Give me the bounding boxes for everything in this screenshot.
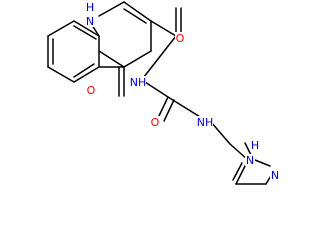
ring-c2-c3-bond [123,1,152,22]
ring-c4-c4a-bond [123,50,152,68]
ring-n-label: N [86,15,94,28]
amide2-nc-bond [210,121,231,145]
benzo-bond-5b [73,25,97,40]
pyrazole-n1-label: N [246,154,254,167]
ring-n-c2-bond [98,1,125,17]
amide1-cn-bond [139,35,177,83]
pyrazole-bond-4 [254,159,271,167]
ring-nh-h-label: H [86,1,94,14]
benzo-bond-3b [73,63,95,78]
linker-bond-1 [144,81,169,98]
amide1-oxygen-label: O [176,32,185,45]
benzo-bond-2 [47,66,75,83]
pyrazole-n2-label: N [271,169,279,182]
bonds [47,1,273,185]
pyrazole-bond-1b [232,162,243,181]
amide1-c-bond [150,20,177,37]
pyrazole-nh-h-label: H [251,139,259,152]
keto-oxygen-bg [86,84,96,96]
benzo-bond-3 [73,66,100,83]
structure-diagram: H N O O NH O NH H N N [47,1,280,185]
amide2-co-bond [157,96,169,119]
amide2-oxygen-bg [150,116,160,128]
keto-oxygen-label: O [87,84,96,97]
ring-c2-c3-bond-b [123,8,147,24]
amide2-oxygen-label: O [151,116,160,129]
pyrazole-n2-bg [270,169,280,181]
amide2-nh-bg [197,116,213,128]
molecule-canvas: H N O O NH O NH H N N [47,1,280,185]
amide1-nh-bg [130,76,146,88]
benzo-bond-5 [73,20,100,37]
ring-c4a-bond [98,50,125,68]
amide1-nh-label: NH [130,76,147,89]
amide2-nh-label: NH [197,116,214,129]
ring-nh-h-bg [86,1,95,13]
pyrazole-n1-bg [245,154,255,166]
amide2-co-bond-b [163,99,175,122]
benzo-bond-6 [47,20,75,37]
pyrazole-nh-h-bg [251,139,260,151]
amide1-oxygen-bg [175,32,185,44]
ring-n-bg [86,15,95,27]
atom-labels: H N O O NH O NH H N N [86,1,280,182]
